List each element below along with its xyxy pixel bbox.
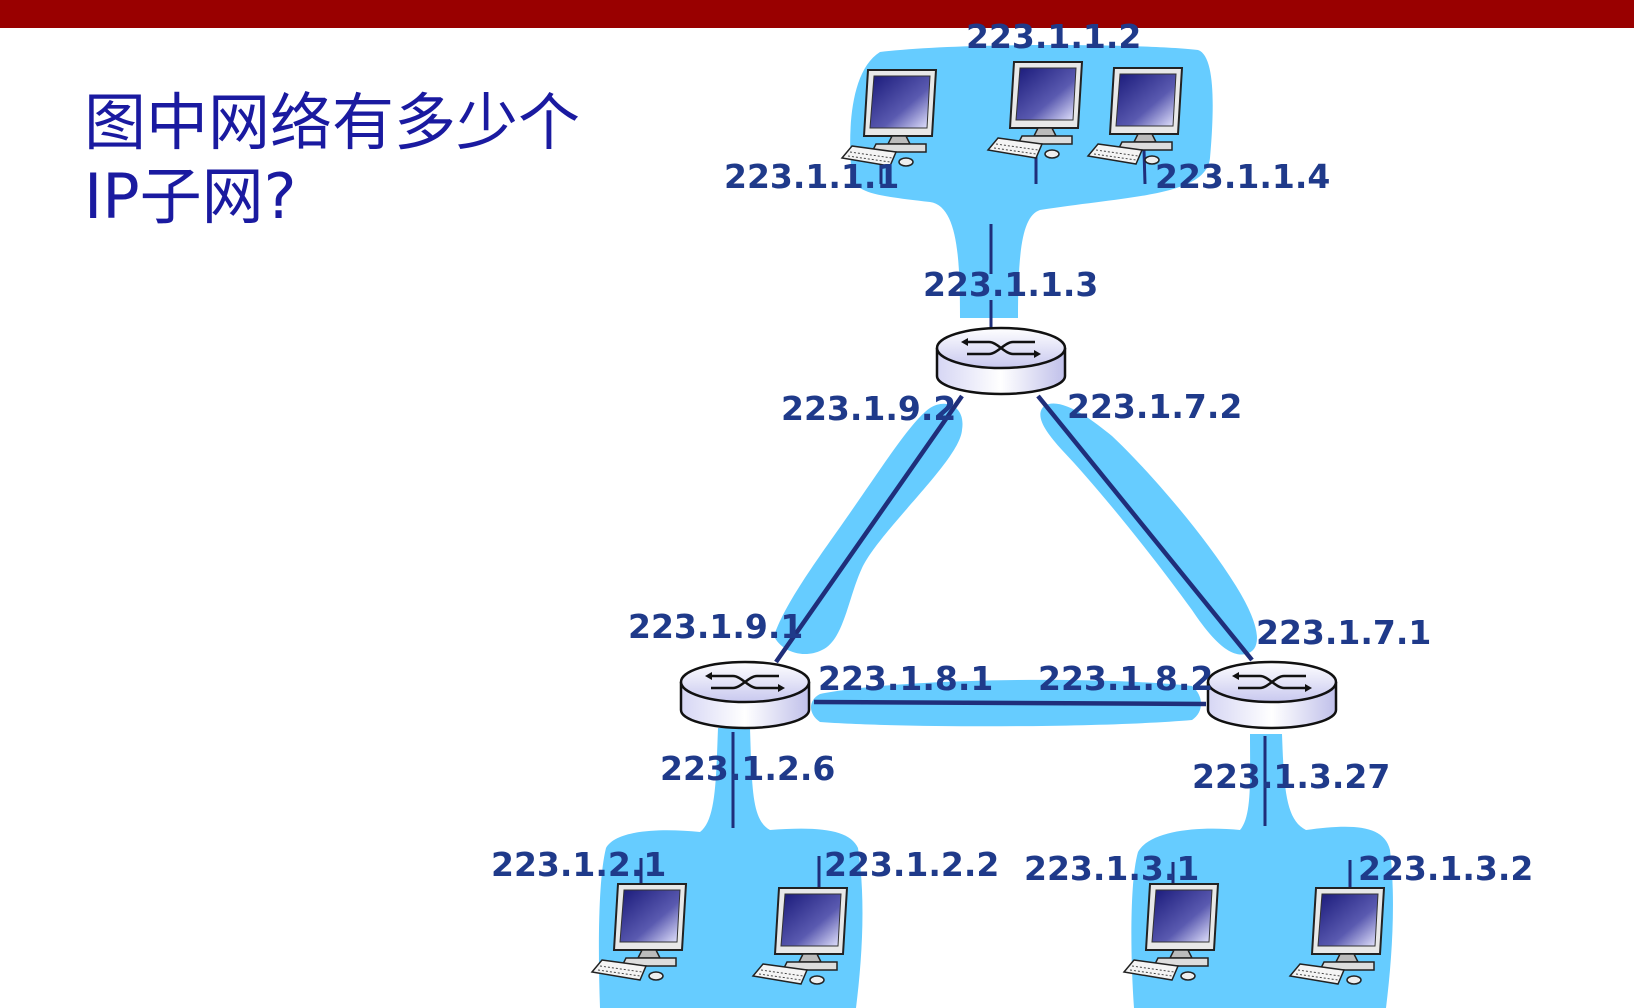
link-host-1-1-4: [1142, 149, 1147, 185]
question-text: 图中网络有多少个 IP子网?: [84, 86, 580, 234]
ip-label-223-1-2-2: 223.1.2.2: [824, 845, 999, 884]
ip-label-223-1-1-3: 223.1.1.3: [923, 265, 1098, 304]
question-line-1: 图中网络有多少个: [84, 86, 581, 159]
ip-label-223-1-9-1: 223.1.9.1: [628, 607, 803, 646]
ip-label-223-1-7-2: 223.1.7.2: [1067, 387, 1242, 426]
ip-label-223-1-2-1: 223.1.2.1: [491, 845, 666, 884]
ip-label-223-1-7-1: 223.1.7.1: [1256, 613, 1431, 652]
router-icon: [679, 660, 811, 730]
link-r2-r3: [813, 699, 1207, 707]
router-icon: [1206, 660, 1338, 730]
ip-label-223-1-3-2: 223.1.3.2: [1358, 849, 1533, 888]
ip-label-223-1-3-27: 223.1.3.27: [1192, 757, 1390, 796]
ip-label-223-1-3-1: 223.1.3.1: [1024, 849, 1199, 888]
ip-label-223-1-1-1: 223.1.1.1: [724, 157, 899, 196]
question-line-2: IP子网?: [84, 160, 297, 233]
ip-label-223-1-1-2: 223.1.1.2: [966, 17, 1141, 56]
ip-label-223-1-8-1: 223.1.8.1: [818, 659, 993, 698]
link-r1-r3: [1036, 394, 1254, 662]
ip-label-223-1-1-4: 223.1.1.4: [1155, 157, 1330, 196]
ip-label-223-1-2-6: 223.1.2.6: [660, 749, 835, 788]
link-r1-r2: [774, 394, 964, 664]
header-bar: [0, 0, 1634, 28]
ip-label-223-1-8-2: 223.1.8.2: [1038, 659, 1213, 698]
router-icon: [935, 326, 1067, 396]
ip-label-223-1-9-2: 223.1.9.2: [781, 389, 956, 428]
